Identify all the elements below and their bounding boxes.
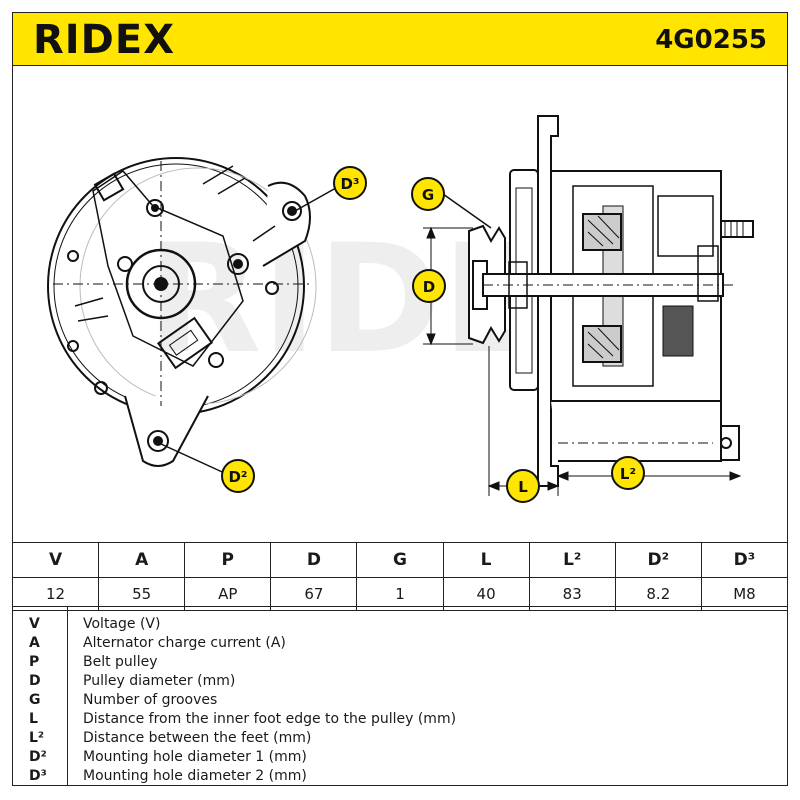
callout-l2: L² (611, 456, 645, 490)
legend-row: D Pulley diameter (mm) (13, 672, 787, 690)
callout-l2-label: L² (620, 465, 636, 483)
leader-d2 (160, 443, 232, 477)
legend-desc: Number of grooves (83, 692, 218, 708)
legend-desc: Pulley diameter (mm) (83, 673, 236, 689)
legend-desc: Belt pulley (83, 654, 158, 670)
legend-key: D (29, 673, 41, 689)
spec-header-cell: D (270, 542, 358, 578)
legend-key: P (29, 654, 40, 670)
callout-d2-label: D² (228, 468, 247, 486)
spec-value-cell: 55 (98, 577, 186, 611)
legend-row: P Belt pulley (13, 653, 787, 671)
callout-g: G (411, 177, 445, 211)
spec-value-cell: 1 (356, 577, 444, 611)
callout-l-label: L (518, 478, 528, 496)
spec-value-row: 12 55 AP 67 1 40 83 8.2 M8 (11, 577, 789, 611)
dimension-l (487, 346, 560, 496)
spec-header-cell: D² (614, 542, 702, 578)
front-view (47, 157, 317, 467)
legend-row: D² Mounting hole diameter 1 (mm) (13, 748, 787, 766)
spec-header-row: V A P D G L L² D² D³ (11, 542, 789, 578)
side-view (468, 115, 754, 487)
callout-d-label: D (423, 278, 435, 296)
callout-d2: D² (221, 459, 255, 493)
legend-key: D² (29, 749, 47, 765)
spec-table: V A P D G L L² D² D³ 12 55 AP 67 1 40 83… (11, 542, 789, 611)
alternator-drawing-svg: RIDEX (47, 115, 754, 503)
spec-header-cell: V (11, 542, 100, 578)
callout-g-label: G (422, 186, 434, 204)
legend-desc: Distance between the feet (mm) (83, 730, 312, 746)
spec-value-cell: 8.2 (614, 577, 702, 611)
legend-desc: Distance from the inner foot edge to the… (83, 711, 457, 727)
legend-key: A (29, 635, 40, 651)
legend-row: A Alternator charge current (A) (13, 634, 787, 652)
part-number: 4G0255 (655, 25, 767, 55)
spec-value-cell: 67 (270, 577, 358, 611)
spec-header-cell: L² (528, 542, 616, 578)
callout-d: D (412, 269, 446, 303)
legend-divider (67, 607, 68, 785)
legend-desc: Mounting hole diameter 1 (mm) (83, 749, 307, 765)
legend-key: L (29, 711, 38, 727)
legend-box: V Voltage (V) A Alternator charge curren… (12, 606, 788, 786)
spec-value-cell: M8 (700, 577, 789, 611)
dimension-l2 (556, 471, 742, 481)
legend-key: L² (29, 730, 45, 746)
header-bar: RIDEX 4G0255 (12, 12, 788, 66)
legend-row: L² Distance between the feet (mm) (13, 729, 787, 747)
callout-d3: D³ (333, 166, 367, 200)
technical-drawing: RIDEX (12, 66, 788, 542)
legend-key: V (29, 616, 40, 632)
legend-desc: Mounting hole diameter 2 (mm) (83, 768, 307, 784)
legend-desc: Alternator charge current (A) (83, 635, 286, 651)
spec-header-cell: G (356, 542, 444, 578)
spec-value-cell: 83 (528, 577, 616, 611)
spec-value-cell: AP (184, 577, 272, 611)
spec-header-cell: A (98, 542, 186, 578)
callout-l: L (506, 469, 540, 503)
brand-logo: RIDEX (33, 17, 176, 63)
legend-row: L Distance from the inner foot edge to t… (13, 710, 787, 728)
legend-key: D³ (29, 768, 47, 784)
spec-value-cell: 12 (11, 577, 100, 611)
legend-row: G Number of grooves (13, 691, 787, 709)
legend-desc: Voltage (V) (83, 616, 161, 632)
legend-row: D³ Mounting hole diameter 2 (mm) (13, 767, 787, 785)
leader-g (442, 193, 492, 229)
callout-d3-label: D³ (340, 175, 359, 193)
legend-key: G (29, 692, 41, 708)
spec-header-cell: D³ (700, 542, 789, 578)
legend-row: V Voltage (V) (13, 615, 787, 633)
spec-header-cell: L (442, 542, 530, 578)
spec-header-cell: P (184, 542, 272, 578)
